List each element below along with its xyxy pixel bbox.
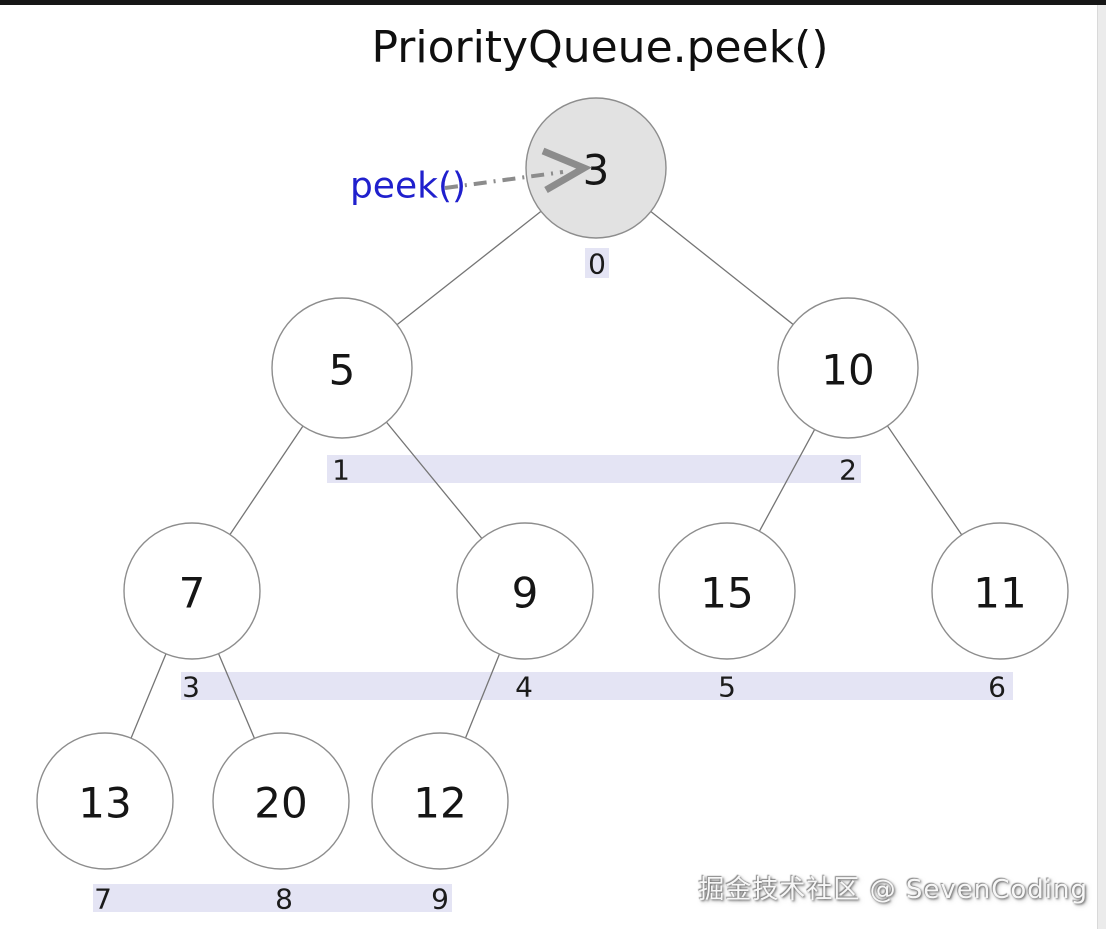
node-value: 5 — [329, 346, 356, 395]
node-value: 10 — [821, 346, 874, 395]
heap-node — [371, 732, 509, 870]
figure-title: PriorityQueue.peek() — [371, 22, 829, 73]
watermark-text: 掘金技术社区 @ SevenCoding — [698, 875, 1088, 905]
index-label: 6 — [988, 671, 1006, 704]
peek-arrow-line — [444, 170, 564, 190]
index-bar — [585, 248, 609, 278]
peek-label: peek() — [350, 166, 466, 207]
node-value: 11 — [973, 569, 1026, 618]
index-label: 8 — [275, 883, 293, 916]
index-label: 5 — [718, 671, 736, 704]
index-label: 3 — [182, 671, 200, 704]
node-value: 13 — [78, 779, 131, 828]
node-value: 15 — [700, 569, 753, 618]
index-bar — [327, 455, 861, 483]
heap-node — [777, 297, 919, 439]
index-bar — [93, 884, 452, 912]
peek-arrow-head — [541, 147, 592, 194]
heap-node — [36, 732, 174, 870]
heap-root-node — [525, 97, 667, 239]
heap-node — [456, 522, 594, 660]
index-label: 0 — [588, 248, 606, 281]
node-value: 9 — [512, 569, 539, 618]
index-label: 7 — [94, 883, 112, 916]
index-label: 1 — [332, 454, 350, 487]
right-border-strip — [1097, 0, 1106, 929]
index-bar — [181, 672, 1013, 700]
node-value: 20 — [254, 779, 307, 828]
node-value: 12 — [413, 779, 466, 828]
node-value: 7 — [179, 569, 206, 618]
index-label: 4 — [515, 671, 533, 704]
heap-node — [658, 522, 796, 660]
heap-node — [212, 732, 350, 870]
heap-node — [271, 297, 413, 439]
heap-node — [931, 522, 1069, 660]
index-label: 2 — [839, 454, 857, 487]
top-border-strip — [0, 0, 1106, 5]
heap-node — [123, 522, 261, 660]
index-label: 9 — [431, 883, 449, 916]
